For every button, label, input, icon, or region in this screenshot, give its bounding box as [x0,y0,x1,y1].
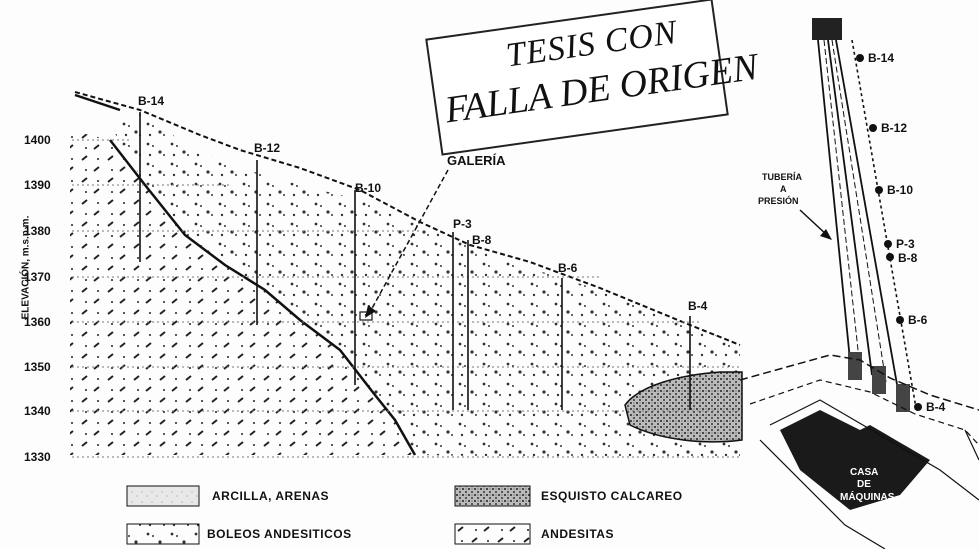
plan-label-b12: B-12 [881,121,907,135]
plan-label-b14: B-14 [868,51,894,65]
plan-label-b8: B-8 [898,251,918,265]
boleos-zone [110,112,740,460]
boring-label-b4: B-4 [688,299,708,313]
galeria-label: GALERÍA [447,153,506,168]
anchor-block [896,384,910,412]
y-tick: 1340 [24,404,51,418]
site-outline-inner [749,379,979,446]
boring-label-b6: B-6 [558,261,578,275]
svg-text:CASA: CASA [850,467,878,478]
legend-swatch-esquisto [454,485,531,507]
boring-label-b8: B-8 [472,233,492,247]
legend-label-boleos: BOLEOS ANDESITICOS [207,527,352,541]
y-tick: 1350 [24,360,51,374]
boring-alignment [851,39,917,409]
site-outline [740,354,979,411]
contact-line [109,139,417,456]
anchor-block [872,366,886,394]
y-tick: 1330 [24,450,51,464]
legend-label-esquisto: ESQUISTO CALCAREO [541,489,683,503]
upper-left-surface [74,93,121,112]
borehole-lines [139,112,691,410]
galeria-marker [359,311,373,321]
elevation-gridlines [72,139,740,458]
penstock-lines [817,39,899,391]
y-tick: 1380 [24,224,51,238]
tuberia-label: TUBERÍA A PRESIÓN [758,172,802,206]
y-tick: 1360 [24,315,51,329]
site-boundary-right [964,429,979,461]
plan-label-b4: B-4 [926,400,946,414]
boring-label-p3: P-3 [453,217,472,231]
legend-swatch-andesitas [454,523,531,545]
plan-label-b10: B-10 [887,183,913,197]
legend-label-arcilla: ARCILLA, ARENAS [212,489,330,503]
boring-label-b12: B-12 [254,141,280,155]
penstock-centerlines [823,39,887,383]
andesita-zone [70,130,415,455]
esquisto-lens [624,371,743,443]
legend-label-andesitas: ANDESITAS [541,527,614,541]
casa-de-maquinas-building [780,410,930,510]
ground-surface-line [74,91,741,346]
y-tick: 1370 [24,270,51,284]
anchor-block [848,352,862,380]
svg-text:A: A [780,184,787,194]
site-boundary [769,399,979,501]
plan-view: B-14 B-12 B-10 P-3 B-8 B-6 B-4 TUBERÍA A… [740,18,979,549]
svg-text:MÁQUINAS: MÁQUINAS [840,490,895,503]
y-tick: 1390 [24,178,51,192]
svg-text:DE: DE [857,479,871,490]
plan-label-b6: B-6 [908,313,928,327]
svg-text:TUBERÍA: TUBERÍA [762,172,802,182]
intake-structure [812,18,842,40]
plan-boring-labels: B-14 B-12 B-10 P-3 B-8 B-6 B-4 [868,51,946,414]
casa-label: CASA DE MÁQUINAS [840,467,895,503]
galeria-arrow-line [369,169,449,313]
legend [126,485,531,545]
legend-swatch-arcilla [126,485,200,507]
legend-swatch-boleos [126,523,200,545]
boring-label-b10: B-10 [355,181,381,195]
y-tick: 1400 [24,133,51,147]
boring-label-b14: B-14 [138,94,164,108]
tuberia-arrowhead-icon [820,229,832,240]
plan-boring-points [856,54,922,411]
plan-label-p3: P-3 [896,237,915,251]
svg-text:PRESIÓN: PRESIÓN [758,195,799,206]
site-boundary-lower [759,439,886,549]
y-axis-ticks: 1400 1390 1380 1370 1360 1350 1340 1330 [24,133,51,464]
tuberia-arrow-line [799,209,829,237]
borehole-labels: B-14 B-12 B-10 P-3 B-8 B-6 B-4 [138,94,708,313]
